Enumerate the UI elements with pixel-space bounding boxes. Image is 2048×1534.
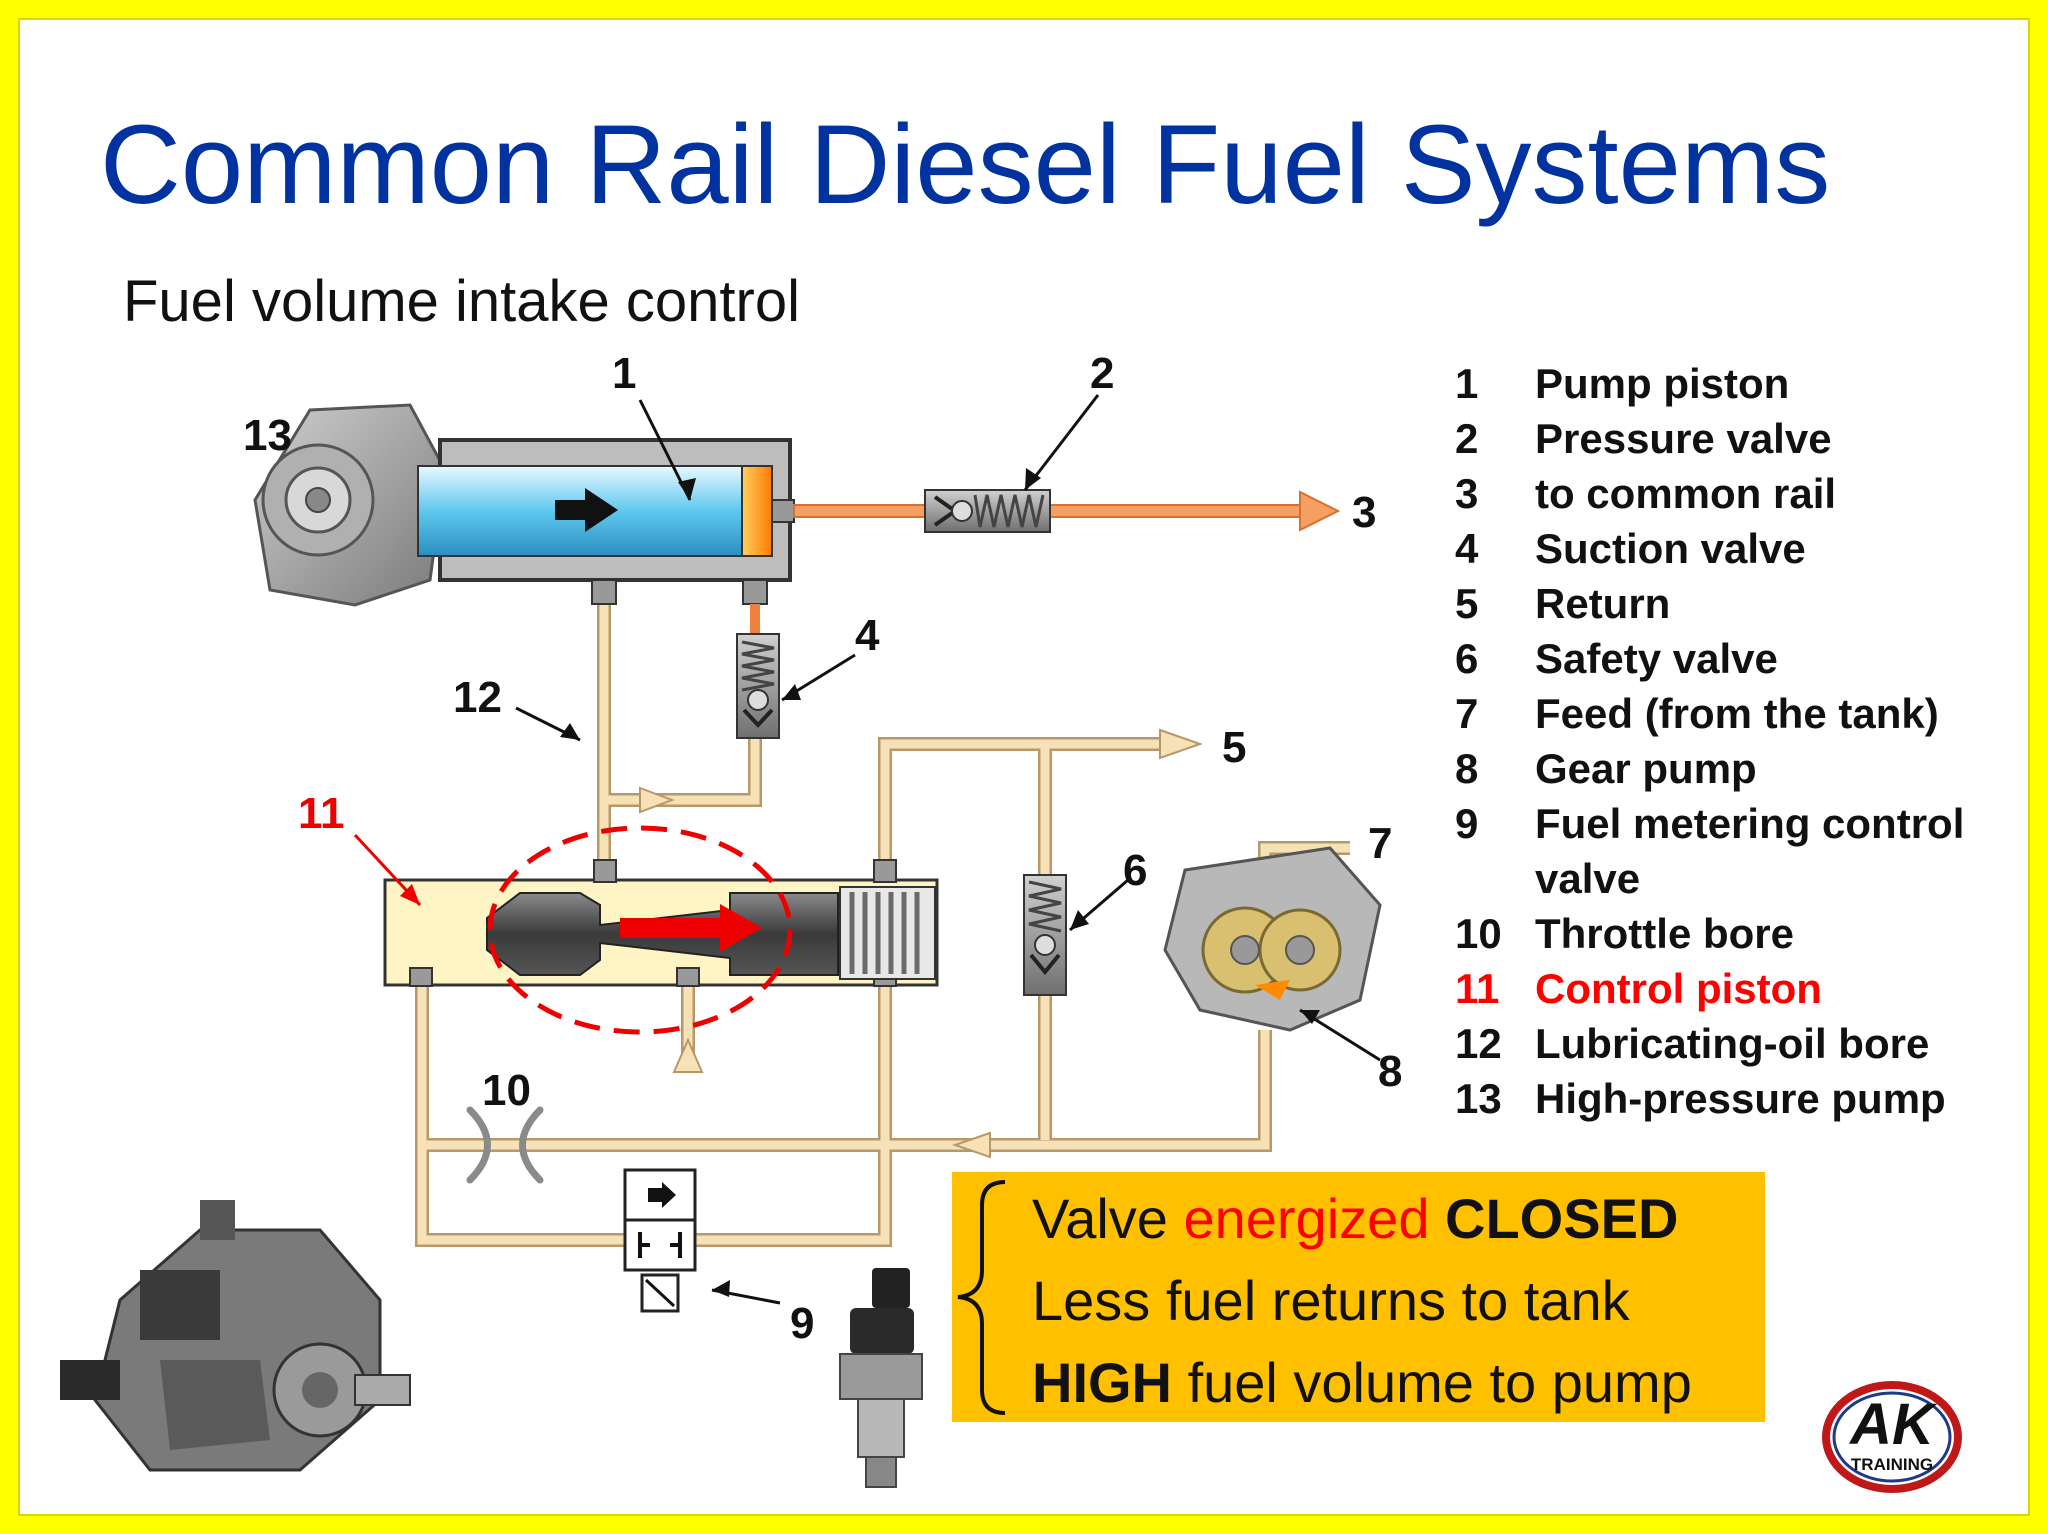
label-4: 4 bbox=[855, 611, 880, 660]
legend-text: Pump piston bbox=[1535, 360, 1790, 407]
legend-row: 3 to common rail bbox=[1455, 466, 2035, 521]
legend-text: Safety valve bbox=[1535, 635, 1778, 682]
legend-number: 1 bbox=[1455, 360, 1479, 407]
label-11: 11 bbox=[298, 789, 345, 838]
leader-arrow-11 bbox=[400, 884, 420, 905]
legend-text: Return bbox=[1535, 580, 1671, 627]
label-2: 2 bbox=[1090, 349, 1114, 398]
note-line-2: Less fuel returns to tank bbox=[1032, 1269, 1630, 1332]
legend-number: 8 bbox=[1455, 745, 1479, 792]
note-line-3: HIGH fuel volume to pump bbox=[1032, 1350, 1692, 1415]
safety-valve bbox=[1023, 874, 1067, 996]
legend-row: 1 Pump piston bbox=[1455, 356, 2035, 411]
legend-number bbox=[1455, 851, 1535, 906]
suction-valve bbox=[736, 633, 780, 739]
metering-valve-photo bbox=[839, 1268, 923, 1488]
control-piston-arrow bbox=[620, 904, 762, 952]
legend-number: 7 bbox=[1455, 690, 1479, 737]
label-9: 9 bbox=[790, 1299, 814, 1348]
control-piston-housing bbox=[383, 859, 939, 987]
metering-valve-symbol bbox=[623, 1168, 697, 1313]
legend-text: Feed (from the tank) bbox=[1535, 690, 1939, 737]
legend-row: 8 Gear pump bbox=[1455, 741, 2035, 796]
legend-text: valve bbox=[1535, 855, 1641, 902]
legend-number: 2 bbox=[1455, 415, 1479, 462]
note-line-1: Valve energized CLOSED bbox=[1032, 1186, 1678, 1251]
legend-number: 6 bbox=[1455, 635, 1479, 682]
legend-number: 9 bbox=[1455, 800, 1479, 847]
legend-row: 4 Suction valve bbox=[1455, 521, 2035, 576]
legend-row: valve bbox=[1455, 851, 2035, 906]
legend-text: Pressure valve bbox=[1535, 415, 1832, 462]
piston-direction-arrow bbox=[555, 488, 618, 532]
throttle-bore bbox=[466, 1106, 544, 1184]
note-closed-text: CLOSED bbox=[1445, 1187, 1679, 1250]
note-high-text: HIGH bbox=[1032, 1351, 1172, 1414]
page-subtitle: Fuel volume intake control bbox=[123, 269, 800, 334]
label-7: 7 bbox=[1368, 819, 1392, 868]
legend-number: 5 bbox=[1455, 580, 1479, 627]
label-6: 6 bbox=[1123, 846, 1147, 895]
pressure-valve bbox=[924, 489, 1051, 533]
legend-text: Control piston bbox=[1535, 965, 1822, 1012]
legend-row: 13 High-pressure pump bbox=[1455, 1071, 2035, 1126]
note-box bbox=[952, 1172, 1765, 1422]
label-5: 5 bbox=[1222, 723, 1246, 772]
pump-cylinder bbox=[417, 438, 795, 605]
slide-border-inner bbox=[18, 18, 2030, 1516]
legend-text: Gear pump bbox=[1535, 745, 1757, 792]
label-1: 1 bbox=[612, 349, 636, 398]
legend-row: 5 Return bbox=[1455, 576, 2035, 631]
legend-text: Fuel metering control bbox=[1535, 800, 1965, 847]
pump-photo bbox=[60, 1200, 411, 1472]
label-8: 8 bbox=[1378, 1047, 1402, 1096]
legend-text: Lubricating-oil bore bbox=[1535, 1020, 1930, 1067]
legend-row: 11 Control piston bbox=[1455, 961, 2035, 1016]
legend-number: 10 bbox=[1455, 910, 1502, 957]
legend-number: 4 bbox=[1455, 525, 1479, 572]
legend-number: 12 bbox=[1455, 1020, 1502, 1067]
label-12: 12 bbox=[453, 673, 502, 722]
legend-row: 9 Fuel metering control bbox=[1455, 796, 2035, 851]
label-13: 13 bbox=[243, 411, 292, 460]
control-piston-highlight bbox=[487, 825, 793, 1035]
ak-training-logo: AK TRAINING bbox=[1822, 1381, 1962, 1493]
legend-row: 10 Throttle bore bbox=[1455, 906, 2035, 961]
label-3: 3 bbox=[1352, 488, 1376, 537]
high-pressure-pump-cam bbox=[253, 403, 447, 607]
legend-number: 13 bbox=[1455, 1075, 1502, 1122]
logo-text: TRAINING bbox=[1851, 1455, 1933, 1474]
legend-row: 6 Safety valve bbox=[1455, 631, 2035, 686]
logo-mark: AK bbox=[1848, 1392, 1938, 1457]
label-10: 10 bbox=[482, 1066, 531, 1115]
legend-number: 11 bbox=[1455, 965, 1500, 1012]
low-pressure-pipes bbox=[415, 600, 1350, 1247]
note-volume-text: fuel volume to pump bbox=[1187, 1351, 1692, 1414]
legend-row: 2 Pressure valve bbox=[1455, 411, 2035, 466]
legend-text: Suction valve bbox=[1535, 525, 1806, 572]
legend: 1 Pump piston 2 Pressure valve 3 to common ra… bbox=[1455, 356, 2035, 1126]
legend-text: High-pressure pump bbox=[1535, 1075, 1946, 1122]
legend-text: Throttle bore bbox=[1535, 910, 1794, 957]
note-energized-text: energized bbox=[1183, 1187, 1430, 1250]
legend-text: to common rail bbox=[1535, 470, 1837, 517]
note-valve-text: Valve bbox=[1032, 1187, 1168, 1250]
legend-number: 3 bbox=[1455, 470, 1479, 517]
gear-pump bbox=[1163, 846, 1382, 1032]
page-title: Common Rail Diesel Fuel Systems bbox=[100, 102, 1831, 227]
leader-arrowheads bbox=[560, 468, 1320, 1297]
legend-row: 7 Feed (from the tank) bbox=[1455, 686, 2035, 741]
legend-row: 12 Lubricating-oil bore bbox=[1455, 1016, 2035, 1071]
